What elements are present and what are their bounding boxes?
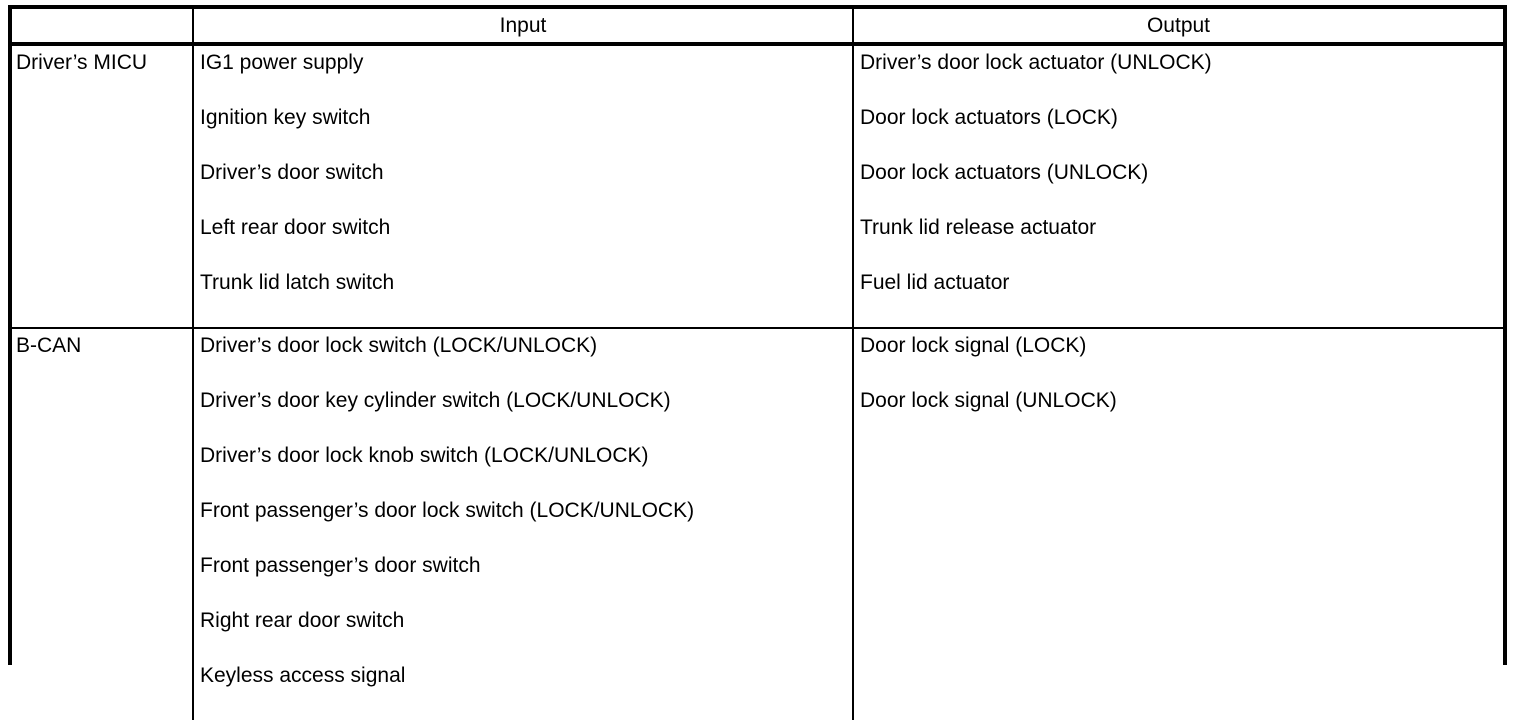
list-item: Front passenger’s door switch bbox=[200, 554, 481, 577]
table-body: Driver’s MICU IG1 power supply Ignition … bbox=[12, 44, 1503, 720]
table-row-micu: Driver’s MICU IG1 power supply Ignition … bbox=[12, 44, 1503, 328]
list-item: Driver’s door switch bbox=[200, 161, 384, 184]
input-list-micu: IG1 power supply Ignition key switch Dri… bbox=[200, 52, 852, 327]
output-list-bcan: Door lock signal (LOCK) Door lock signal… bbox=[860, 335, 1503, 445]
list-item: Door lock actuators (LOCK) bbox=[860, 106, 1118, 129]
list-item: Keyless access signal bbox=[200, 664, 406, 687]
list-item: Trunk lid latch switch bbox=[200, 271, 395, 294]
list-item: Driver’s door key cylinder switch (LOCK/… bbox=[200, 389, 671, 412]
table-row-bcan: B-CAN Driver’s door lock switch (LOCK/UN… bbox=[12, 327, 1503, 720]
input-output-table-container: Input Output Driver’s MICU IG1 power sup… bbox=[8, 5, 1507, 720]
column-header-output: Output bbox=[853, 9, 1503, 46]
input-output-table: Input Output Driver’s MICU IG1 power sup… bbox=[12, 9, 1503, 720]
cell-output-bcan: Door lock signal (LOCK) Door lock signal… bbox=[853, 327, 1503, 720]
list-item: Driver’s door lock knob switch (LOCK/UNL… bbox=[200, 444, 649, 467]
table-header-row: Input Output bbox=[12, 9, 1503, 46]
column-header-module bbox=[12, 9, 194, 46]
list-item: Front passenger’s door lock switch (LOCK… bbox=[200, 499, 695, 522]
cell-module-micu: Driver’s MICU bbox=[12, 44, 194, 328]
table-header: Input Output bbox=[12, 9, 1503, 46]
module-label-micu: Driver’s MICU bbox=[16, 51, 148, 74]
module-label-bcan: B-CAN bbox=[16, 334, 82, 357]
input-list-bcan: Driver’s door lock switch (LOCK/UNLOCK) … bbox=[200, 335, 852, 720]
list-item: IG1 power supply bbox=[200, 51, 364, 74]
cell-input-bcan: Driver’s door lock switch (LOCK/UNLOCK) … bbox=[193, 327, 854, 720]
cell-input-micu: IG1 power supply Ignition key switch Dri… bbox=[193, 44, 854, 328]
list-item: Door lock signal (LOCK) bbox=[860, 334, 1087, 357]
list-item: Door lock signal (UNLOCK) bbox=[860, 389, 1117, 412]
list-item: Door lock actuators (UNLOCK) bbox=[860, 161, 1149, 184]
list-item: Right rear door switch bbox=[200, 609, 405, 632]
list-item: Ignition key switch bbox=[200, 106, 371, 129]
column-header-input: Input bbox=[193, 9, 854, 46]
cell-module-bcan: B-CAN bbox=[12, 327, 194, 720]
list-item: Driver’s door lock switch (LOCK/UNLOCK) bbox=[200, 334, 598, 357]
list-item: Trunk lid release actuator bbox=[860, 216, 1097, 239]
cell-output-micu: Driver’s door lock actuator (UNLOCK) Doo… bbox=[853, 44, 1503, 328]
list-item: Fuel lid actuator bbox=[860, 271, 1010, 294]
list-item: Driver’s door lock actuator (UNLOCK) bbox=[860, 51, 1212, 74]
output-list-micu: Driver’s door lock actuator (UNLOCK) Doo… bbox=[860, 52, 1503, 327]
list-item: Left rear door switch bbox=[200, 216, 391, 239]
